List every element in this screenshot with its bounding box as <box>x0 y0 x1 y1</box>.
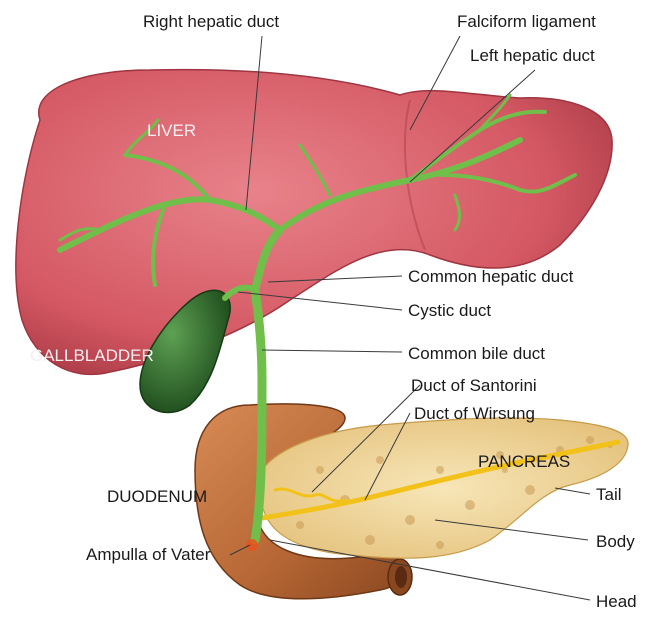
label-pancreas: PANCREAS <box>478 452 570 471</box>
label-common-hepatic-duct: Common hepatic duct <box>408 267 574 286</box>
liver-shape <box>16 70 612 375</box>
label-duct-of-santorini: Duct of Santorini <box>411 376 537 395</box>
pancreas-shape <box>259 418 628 558</box>
label-head: Head <box>596 592 637 611</box>
label-tail: Tail <box>596 485 622 504</box>
label-liver: LIVER <box>147 121 196 140</box>
label-gallbladder: GALLBLADDER <box>30 346 154 365</box>
label-common-bile-duct: Common bile duct <box>408 344 545 363</box>
label-cystic-duct: Cystic duct <box>408 301 491 320</box>
label-right-hepatic-duct: Right hepatic duct <box>143 12 279 31</box>
label-body: Body <box>596 532 635 551</box>
label-ampulla-of-vater: Ampulla of Vater <box>86 545 211 564</box>
label-duct-of-wirsung: Duct of Wirsung <box>414 404 535 423</box>
duodenum-lumen <box>395 566 407 588</box>
label-duodenum: DUODENUM <box>107 487 207 506</box>
label-left-hepatic-duct: Left hepatic duct <box>470 46 595 65</box>
label-falciform-ligament: Falciform ligament <box>457 12 596 31</box>
ampulla-marker <box>246 539 258 551</box>
